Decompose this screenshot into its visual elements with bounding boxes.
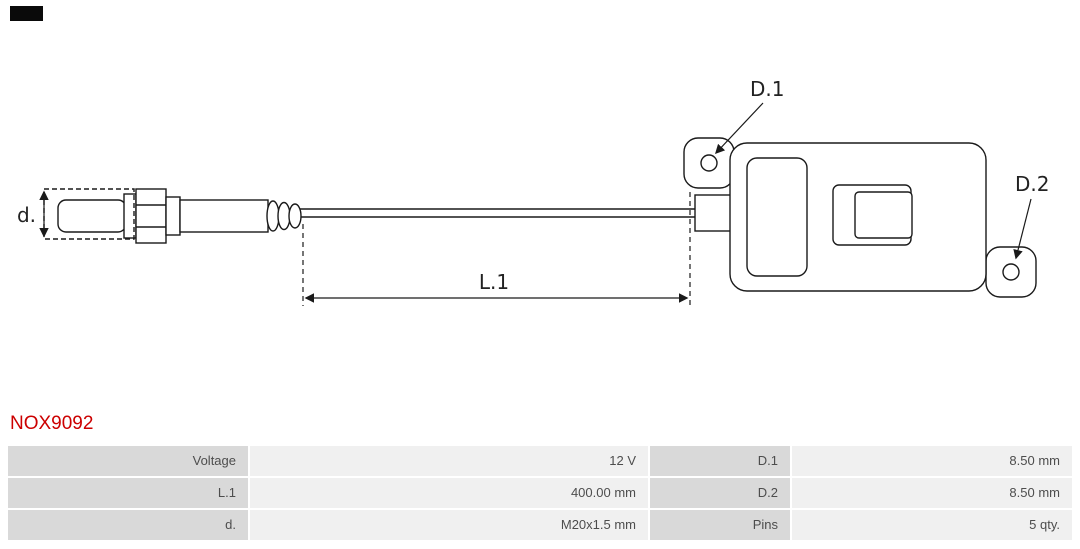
mounting-hole-d1 xyxy=(700,154,718,172)
leader-d2 xyxy=(1013,198,1032,260)
spec-label: d. xyxy=(8,510,248,540)
spec-label: D.1 xyxy=(650,446,790,476)
sensor-cable xyxy=(296,208,733,218)
spec-label: Voltage xyxy=(8,446,248,476)
spec-label: D.2 xyxy=(650,478,790,508)
spec-value: 5 qty. xyxy=(792,510,1072,540)
sensor-probe xyxy=(57,188,302,244)
leader-lines xyxy=(715,102,1032,260)
mounting-hole-d2 xyxy=(1002,263,1020,281)
brand-logo xyxy=(10,6,43,21)
sensor-diagram: d. D.1 D.2 L.1 xyxy=(17,77,1049,306)
label-d: d. xyxy=(17,203,36,227)
label-l1: L.1 xyxy=(479,270,509,294)
control-module xyxy=(683,137,1037,298)
connector-inner xyxy=(854,191,913,239)
spec-label: Pins xyxy=(650,510,790,540)
probe-detail-dashed-box xyxy=(43,188,135,240)
spec-value: 12 V xyxy=(250,446,648,476)
part-number: NOX9092 xyxy=(10,413,94,434)
spec-value: 8.50 mm xyxy=(792,446,1072,476)
module-left-block xyxy=(746,157,808,277)
spec-value: 8.50 mm xyxy=(792,478,1072,508)
spec-value: M20x1.5 mm xyxy=(250,510,648,540)
label-d1: D.1 xyxy=(750,77,784,101)
cable-boot xyxy=(694,194,734,232)
leader-d1 xyxy=(715,102,764,155)
spec-label: L.1 xyxy=(8,478,248,508)
spec-table: Voltage 12 V D.1 8.50 mm L.1 400.00 mm D… xyxy=(8,446,1072,540)
label-d2: D.2 xyxy=(1015,172,1049,196)
spec-value: 400.00 mm xyxy=(250,478,648,508)
dimension-l1 xyxy=(302,192,691,306)
